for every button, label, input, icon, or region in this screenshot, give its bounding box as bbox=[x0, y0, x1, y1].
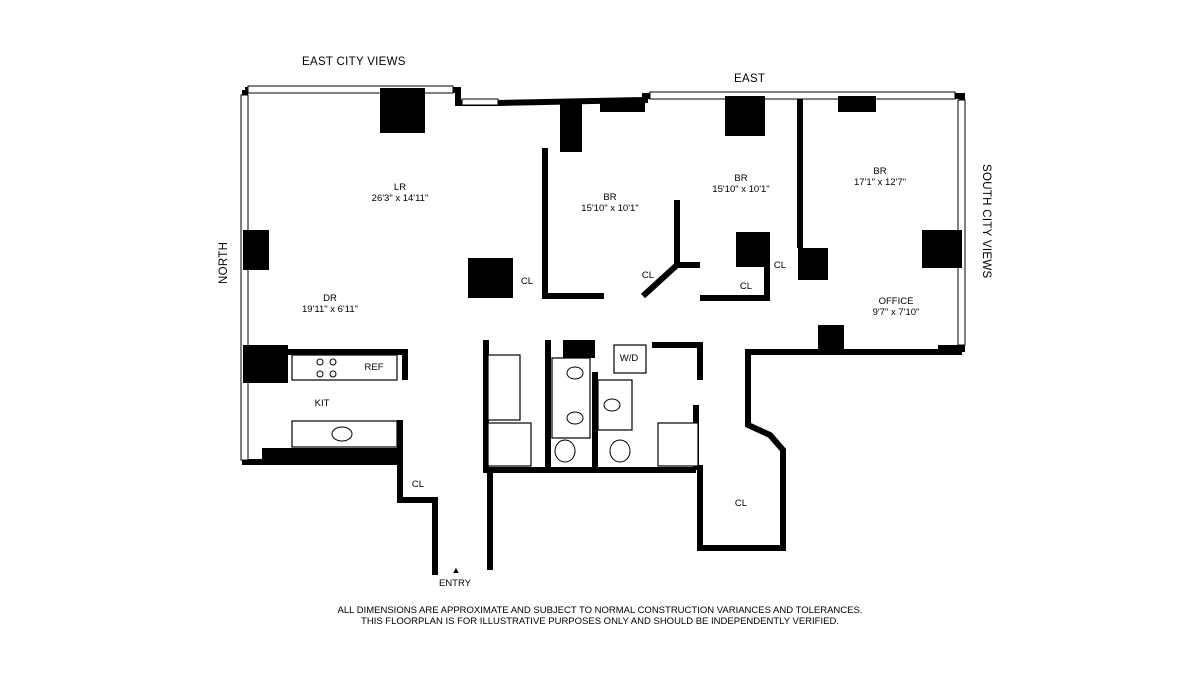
orientation-left: NORTH bbox=[218, 241, 230, 284]
orientation-right: SOUTH CITY VIEWS bbox=[980, 164, 992, 279]
closet-label-br2: CL bbox=[739, 281, 753, 292]
room-dr-name: DR bbox=[323, 293, 337, 304]
room-dr: DR 19'11" x 6'11" bbox=[280, 293, 380, 315]
room-office: OFFICE 9'7" x 7'10" bbox=[846, 296, 946, 318]
room-br3: BR 17'1" x 12'7" bbox=[830, 166, 930, 188]
room-office-dims: 9'7" x 7'10" bbox=[872, 307, 920, 318]
wall-bath-east bbox=[652, 342, 703, 380]
closet-label-lr: CL bbox=[520, 276, 534, 287]
orientation-top-right: EAST bbox=[734, 73, 766, 85]
wall-closet-diag bbox=[640, 262, 680, 299]
disclaimer-line-1: ALL DIMENSIONS ARE APPROXIMATE AND SUBJE… bbox=[337, 605, 863, 616]
closet-label-office: CL bbox=[734, 498, 748, 509]
closet-label-br3: CL bbox=[773, 260, 787, 271]
room-br2: BR 15'10" x 10'1" bbox=[691, 173, 791, 195]
orientation-top-left: EAST CITY VIEWS bbox=[302, 56, 406, 68]
room-br2-name: BR bbox=[734, 173, 748, 184]
room-kit-name: KIT bbox=[314, 398, 330, 409]
room-lr-dims: 26'3" x 14'11" bbox=[371, 193, 429, 204]
room-kit: KIT bbox=[302, 398, 342, 409]
entry-label: ENTRY bbox=[438, 578, 472, 589]
washer-dryer-label: W/D bbox=[619, 353, 639, 364]
wall-office-south bbox=[697, 349, 962, 551]
room-office-name: OFFICE bbox=[878, 296, 914, 307]
room-dr-dims: 19'11" x 6'11" bbox=[302, 304, 358, 315]
wall-bath-west bbox=[483, 340, 696, 473]
room-br1-name: BR bbox=[603, 192, 617, 203]
wall-kitchen-top bbox=[245, 349, 408, 380]
entry-arrow-icon: ▲ bbox=[451, 565, 461, 575]
refrigerator-label: REF bbox=[364, 362, 384, 373]
room-br3-name: BR bbox=[873, 166, 887, 177]
wall-entry-west bbox=[397, 462, 438, 575]
disclaimer-line-2: THIS FLOORPLAN IS FOR ILLUSTRATIVE PURPO… bbox=[361, 616, 839, 627]
room-br3-dims: 17'1" x 12'7" bbox=[853, 177, 907, 188]
room-br1-dims: 15'10" x 10'1" bbox=[581, 203, 639, 214]
wall-br2-closet bbox=[700, 232, 770, 301]
room-br1: BR 15'10" x 10'1" bbox=[560, 192, 660, 214]
room-lr: LR 26'3" x 14'11" bbox=[350, 182, 450, 204]
room-br2-dims: 15'10" x 10'1" bbox=[712, 184, 770, 195]
room-lr-name: LR bbox=[393, 182, 407, 193]
wall-br1-west bbox=[542, 148, 604, 299]
closet-label-entry: CL bbox=[411, 479, 425, 490]
closet-label-br1: CL bbox=[641, 270, 655, 281]
